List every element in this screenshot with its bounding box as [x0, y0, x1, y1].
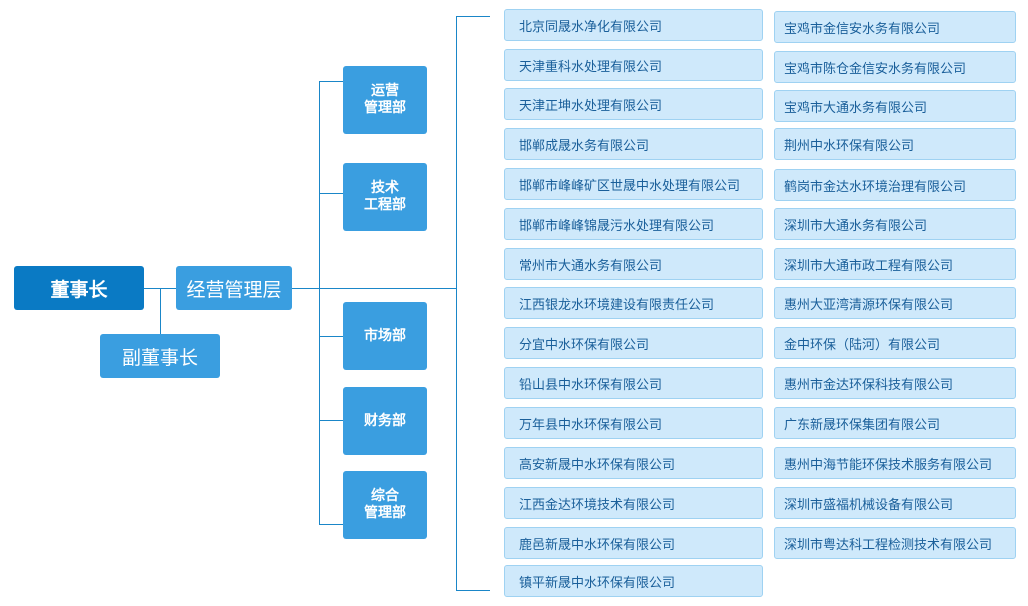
connector-line	[456, 590, 490, 591]
company-box: 江西银龙水环境建设有限责任公司	[504, 287, 763, 319]
company-box: 惠州市金达环保科技有限公司	[774, 367, 1016, 399]
company-box: 分宜中水环保有限公司	[504, 327, 763, 359]
dept-operations: 运营 管理部	[343, 66, 427, 134]
vice-chairman-node: 副董事长	[100, 334, 220, 378]
management-node: 经营管理层	[176, 266, 292, 310]
company-box: 惠州大亚湾清源环保有限公司	[774, 287, 1016, 319]
company-box: 铅山县中水环保有限公司	[504, 367, 763, 399]
company-box: 万年县中水环保有限公司	[504, 407, 763, 439]
dept-engineering: 技术 工程部	[343, 163, 427, 231]
company-box: 深圳市大通水务有限公司	[774, 208, 1016, 240]
company-box: 天津正坤水处理有限公司	[504, 88, 763, 120]
company-box: 荆州中水环保有限公司	[774, 128, 1016, 160]
connector-line	[456, 16, 457, 591]
connector-line	[456, 16, 490, 17]
connector-line	[319, 524, 343, 525]
company-box: 江西金达环境技术有限公司	[504, 487, 763, 519]
connector-line	[319, 193, 343, 194]
company-box: 天津重科水处理有限公司	[504, 49, 763, 81]
connector-line	[160, 288, 161, 334]
company-box: 深圳市盛福机械设备有限公司	[774, 487, 1016, 519]
company-box: 鹿邑新晟中水环保有限公司	[504, 527, 763, 559]
company-box: 邯郸成晟水务有限公司	[504, 128, 763, 160]
company-box: 宝鸡市大通水务有限公司	[774, 90, 1016, 122]
company-box: 金中环保（陆河）有限公司	[774, 327, 1016, 359]
chairman-node: 董事长	[14, 266, 144, 310]
dept-general-admin: 综合 管理部	[343, 471, 427, 539]
company-box: 深圳市大通市政工程有限公司	[774, 248, 1016, 280]
connector-line	[319, 336, 343, 337]
company-box: 常州市大通水务有限公司	[504, 248, 763, 280]
connector-line	[319, 81, 320, 525]
company-box: 广东新晟环保集团有限公司	[774, 407, 1016, 439]
company-box: 惠州中海节能环保技术服务有限公司	[774, 447, 1016, 479]
company-box: 北京同晟水净化有限公司	[504, 9, 763, 41]
company-box: 宝鸡市金信安水务有限公司	[774, 11, 1016, 43]
company-box: 鹤岗市金达水环境治理有限公司	[774, 169, 1016, 201]
dept-marketing: 市场部	[343, 302, 427, 370]
company-box: 镇平新晟中水环保有限公司	[504, 565, 763, 597]
company-box: 宝鸡市陈仓金信安水务有限公司	[774, 51, 1016, 83]
connector-line	[319, 81, 343, 82]
dept-finance: 财务部	[343, 387, 427, 455]
connector-line	[319, 420, 343, 421]
company-box: 邯郸市峰峰矿区世晟中水处理有限公司	[504, 168, 763, 200]
connector-line	[292, 288, 456, 289]
company-box: 邯郸市峰峰锦晟污水处理有限公司	[504, 208, 763, 240]
company-box: 深圳市粤达科工程检测技术有限公司	[774, 527, 1016, 559]
company-box: 高安新晟中水环保有限公司	[504, 447, 763, 479]
